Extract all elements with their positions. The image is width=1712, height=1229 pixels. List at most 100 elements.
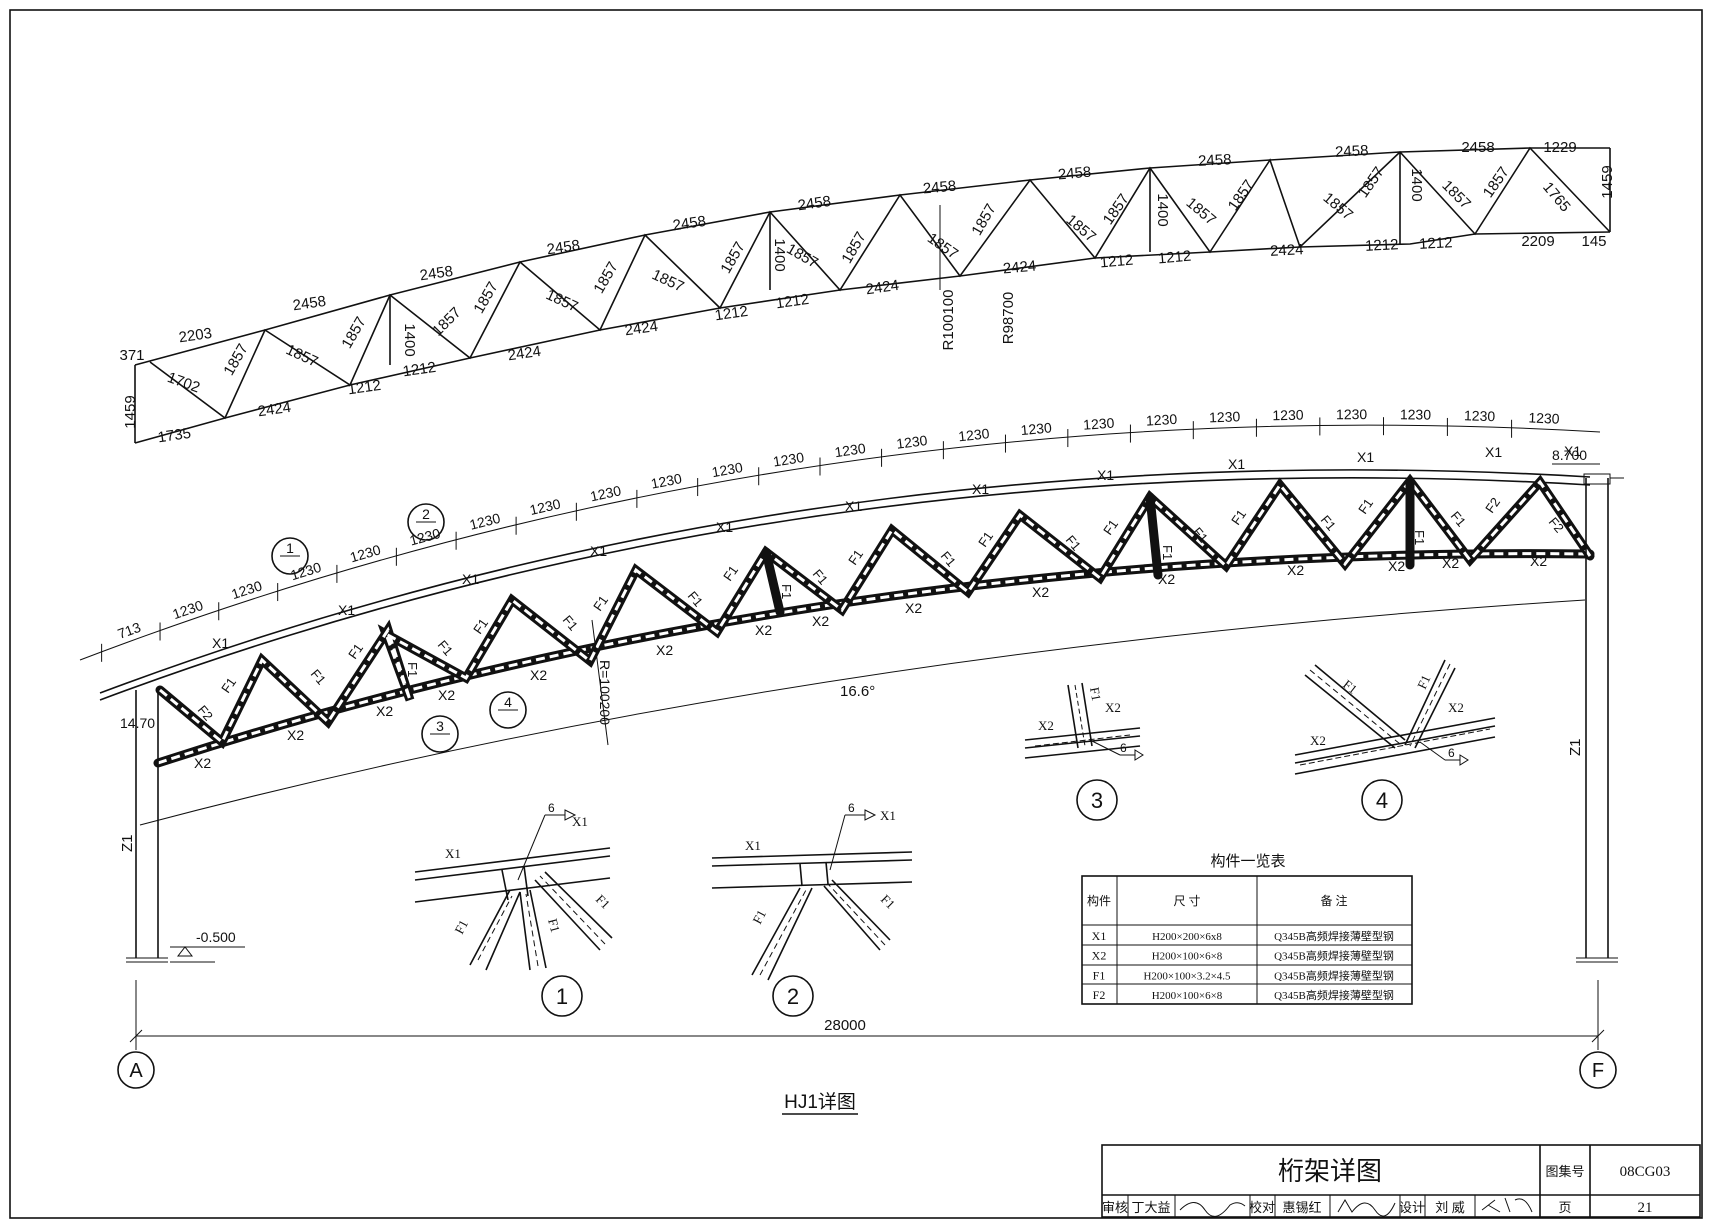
web-member-mark: F1 xyxy=(1412,530,1427,545)
web-member-mark: F1 xyxy=(1355,496,1376,517)
bottom-chord-mark: X2 xyxy=(812,613,829,629)
top-diagram-dimension: 2458 xyxy=(292,293,327,314)
top-diagram-dimension: 1735 xyxy=(157,425,192,446)
detail-callout-number: 3 xyxy=(436,718,444,734)
web-member-mark: F1 xyxy=(590,593,611,614)
top-diagram-dimension: 2424 xyxy=(257,399,292,420)
top-diagram-dimension: 1212 xyxy=(714,303,749,324)
schedule-cell-size: H200×100×6×8 xyxy=(1152,951,1223,963)
set-number: 08CG03 xyxy=(1620,1164,1671,1180)
top-diagram-dimension: 1857 xyxy=(429,304,465,340)
top-diagram-dimension: 1702 xyxy=(165,369,202,396)
detail-2-x1-left: X1 xyxy=(745,838,761,853)
elevation-right: 8.700 xyxy=(1552,447,1587,463)
top-diagram-dimension: 1459 xyxy=(122,395,139,428)
schedule-cell-size: H200×100×6×8 xyxy=(1152,990,1223,1002)
top-chord-mark: X1 xyxy=(1097,467,1114,483)
left-column-z1 xyxy=(126,690,168,963)
radius-line xyxy=(591,619,609,746)
spacing-dimension: 1230 xyxy=(772,449,805,470)
web-member-mark: F1 xyxy=(1100,517,1121,538)
page-number: 21 xyxy=(1638,1200,1653,1216)
top-diagram-dimension: 1857 xyxy=(1355,164,1388,201)
detail-4-x2-left: X2 xyxy=(1310,733,1326,748)
top-diagram-dimension: 1229 xyxy=(1543,139,1576,156)
span-label: 28000 xyxy=(824,1017,866,1034)
checker-name: 惠锡红 xyxy=(1282,1200,1321,1215)
bottom-chord-mark: X2 xyxy=(1158,571,1175,587)
designer-signature xyxy=(1481,1197,1533,1213)
spacing-dimension: 1230 xyxy=(289,559,324,583)
detail-1-x1-right: X1 xyxy=(572,814,588,829)
top-chord-mark: X1 xyxy=(590,543,607,559)
detail-4-f1-right: F1 xyxy=(1414,672,1433,691)
bottom-chord-mark: X2 xyxy=(755,622,772,638)
page-label: 页 xyxy=(1558,1200,1571,1215)
spacing-dimension: 1230 xyxy=(1528,409,1560,426)
detail-1-bubble xyxy=(541,975,583,1017)
top-diagram-dimension: R100100 xyxy=(940,290,957,351)
detail-callout-bubble xyxy=(489,691,527,729)
spacing-dimension: 1230 xyxy=(528,495,562,518)
top-diagram-dimension: 1857 xyxy=(1100,191,1133,228)
top-diagram-dimension: 2424 xyxy=(865,277,900,298)
top-diagram-dimension: 2458 xyxy=(1057,164,1092,184)
truss-title: HJ1详图 xyxy=(784,1091,856,1113)
spacing-dimension: 1230 xyxy=(229,577,264,602)
top-diagram-dimension: 1212 xyxy=(402,359,437,380)
detail-2-f1-right: F1 xyxy=(878,892,898,912)
top-diagram-dimension: 2458 xyxy=(922,178,957,198)
top-diagram-labels: 3712203145917021857173524581857185724241… xyxy=(119,139,1616,446)
top-diagram-dimension: 1857 xyxy=(590,259,621,296)
spacing-dimension: 1230 xyxy=(170,597,205,622)
bottom-chord-mark: X2 xyxy=(287,727,304,743)
web-member-mark: F1 xyxy=(345,641,366,662)
spacing-dimension: 1230 xyxy=(468,510,502,533)
schedule-cell-size: H200×200×6x8 xyxy=(1152,931,1222,943)
detail-2-number: 2 xyxy=(787,984,799,1009)
top-diagram-dimension: 1857 xyxy=(924,230,961,263)
top-diagram-dimension: 2458 xyxy=(672,213,707,234)
bottom-chord-mark: X2 xyxy=(656,642,673,658)
spacing-dimension: 1230 xyxy=(408,525,442,549)
web-member-mark: F1 xyxy=(405,662,420,677)
top-diagram-dimension: 1212 xyxy=(1365,236,1399,255)
reviewer-name: 丁大益 xyxy=(1131,1200,1170,1215)
bottom-chord-mark: X2 xyxy=(438,687,455,703)
spacing-dimension: 1230 xyxy=(1209,408,1241,425)
web-member-mark: F1 xyxy=(218,675,239,696)
web-member-mark: F1 xyxy=(560,612,581,633)
spacing-dimension: 1230 xyxy=(649,470,683,492)
top-diagram-dimension: 1212 xyxy=(775,291,810,312)
detail-callout-bubble xyxy=(271,537,309,575)
detail-4-number: 4 xyxy=(1376,788,1388,813)
spacing-dimension: 1230 xyxy=(895,432,928,452)
top-diagram-dimension: 1857 xyxy=(968,201,999,238)
spacing-labels: 7131230123012301230123012301230123012301… xyxy=(101,406,1560,662)
top-diagram-dimension: 1459 xyxy=(1599,165,1616,198)
top-diagram-dimension: 1400 xyxy=(1154,193,1171,226)
detail-1-f1-left: F1 xyxy=(451,917,471,936)
detail-callout-number: 2 xyxy=(422,506,430,522)
elevation-left: 14.70 xyxy=(120,715,155,731)
column-label-right: Z1 xyxy=(1567,738,1584,756)
top-diagram-dimension: 2424 xyxy=(1002,258,1037,278)
top-chord-mark: X1 xyxy=(338,602,355,618)
top-diagram-dimension: 2424 xyxy=(624,318,659,339)
slope-reference-line xyxy=(139,599,1586,826)
web-member-mark: F1 xyxy=(308,666,329,687)
schedule-cell-size: H200×100×3.2×4.5 xyxy=(1143,970,1231,982)
web-member-mark: F1 xyxy=(845,547,866,568)
schedule-cell-note: Q345B高频焊接薄壁型钢 xyxy=(1274,988,1394,1002)
axis-label-a: A xyxy=(129,1060,143,1082)
bottom-chord-mark: X2 xyxy=(530,667,547,683)
web-member-mark: F1 xyxy=(1318,512,1339,533)
detail-callout-bubble xyxy=(407,503,445,541)
radius-label: R=100200 xyxy=(597,660,613,725)
design-label: 设计 xyxy=(1399,1200,1425,1215)
schedule-cell-id: F2 xyxy=(1093,988,1106,1002)
bottom-chord-mark: X2 xyxy=(1032,584,1049,600)
top-diagram-dimension: 1765 xyxy=(1539,179,1573,215)
